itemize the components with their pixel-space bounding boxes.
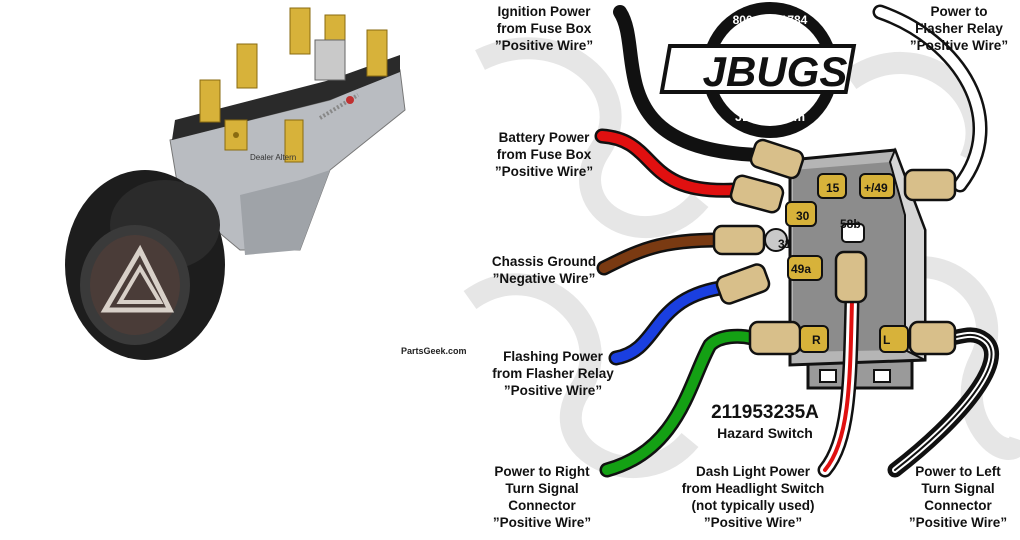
part-name: Hazard Switch xyxy=(717,425,813,441)
label-flasher-relay: Power to Flasher Relay ”Positive Wire” xyxy=(909,4,1009,53)
photo-text: Dealer Altern xyxy=(250,153,296,162)
logo-site: JBugs.com xyxy=(735,109,805,124)
label-flashing-power: Flashing Power from Flasher Relay ”Posit… xyxy=(492,349,614,398)
part-number: 211953235A xyxy=(711,402,819,423)
logo-brand: JBUGS xyxy=(703,48,848,95)
connector-r xyxy=(748,320,802,356)
label-battery-power: Battery Power from Fuse Box ”Positive Wi… xyxy=(494,130,594,179)
jbugs-logo: 800-231-1784 JBUGS JBugs.com xyxy=(659,2,857,138)
connectors xyxy=(712,138,957,356)
label-right-turn: Power to Right Turn Signal Connector ”Po… xyxy=(492,464,592,530)
connector-31 xyxy=(712,224,766,256)
terminal-l: L xyxy=(883,333,890,347)
connector-15 xyxy=(749,138,805,180)
hazard-switch-photo: Dealer Altern xyxy=(65,7,406,360)
connector-l xyxy=(908,320,957,356)
wires xyxy=(594,4,999,478)
connector-49 xyxy=(903,168,957,202)
connector-58b xyxy=(834,250,868,304)
label-chassis-ground: Chassis Ground ”Negative Wire” xyxy=(491,254,597,286)
logo-phone: 800-231-1784 xyxy=(733,13,808,27)
connector-30 xyxy=(729,174,785,214)
watermark: PartsGeek.com xyxy=(401,346,467,356)
terminal-r: R xyxy=(812,333,821,347)
terminal-31: 31 xyxy=(778,237,792,251)
connector-49a xyxy=(715,263,771,305)
terminal-49: +/49 xyxy=(864,181,888,195)
terminal-badges: 15 +/49 30 58b 31 49a R L xyxy=(764,173,909,353)
terminal-30: 30 xyxy=(796,209,810,223)
background-swirl xyxy=(463,37,1020,478)
label-left-turn: Power to Left Turn Signal Connector ”Pos… xyxy=(908,464,1008,530)
label-ignition-power: Ignition Power from Fuse Box ”Positive W… xyxy=(494,4,594,53)
terminal-49a: 49a xyxy=(791,262,811,276)
part-info: 211953235A Hazard Switch xyxy=(700,402,830,442)
terminal-58b: 58b xyxy=(840,217,861,231)
terminal-15: 15 xyxy=(826,181,840,195)
label-dash-light: Dash Light Power from Headlight Switch (… xyxy=(681,464,825,530)
